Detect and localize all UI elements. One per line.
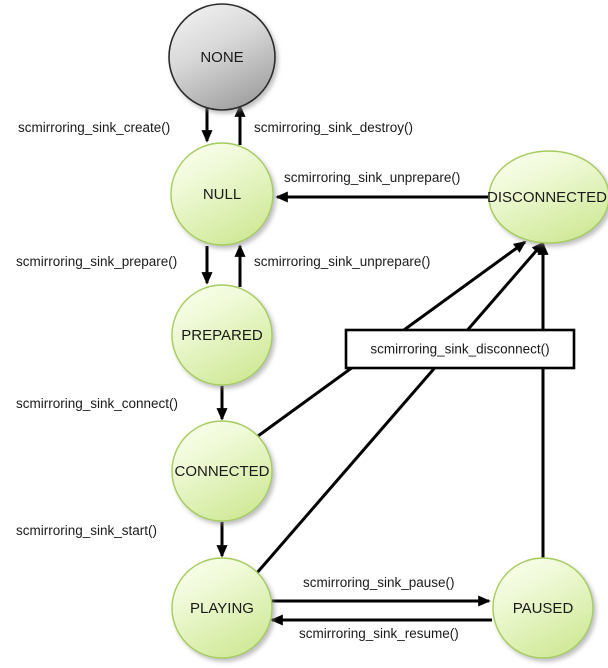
state-node-disconnected-shape[interactable] xyxy=(488,150,608,244)
edge-label-connect: scmirroring_sink_connect() xyxy=(16,396,178,411)
edge-label-unprepare: scmirroring_sink_unprepare() xyxy=(254,254,430,269)
state-node-disconnected[interactable]: DISCONNECTED xyxy=(487,150,608,244)
state-node-paused-shape[interactable] xyxy=(492,557,594,659)
disconnect-callout: scmirroring_sink_disconnect() xyxy=(344,328,576,370)
edge-label-create: scmirroring_sink_create() xyxy=(18,120,170,135)
edge-label-destroy: scmirroring_sink_destroy() xyxy=(254,120,413,135)
state-node-null-shape[interactable] xyxy=(170,142,274,246)
edge-label-prepare: scmirroring_sink_prepare() xyxy=(16,254,177,269)
state-node-connected[interactable]: CONNECTED xyxy=(171,420,273,522)
edge-label-unprepare-from-disconnected: scmirroring_sink_unprepare() xyxy=(284,170,460,185)
state-node-null[interactable]: NULL xyxy=(170,142,274,246)
edges-layer xyxy=(201,104,549,626)
state-node-playing-shape[interactable] xyxy=(171,557,273,659)
state-node-playing[interactable]: PLAYING xyxy=(171,557,273,659)
state-node-none-shape[interactable] xyxy=(168,3,276,111)
state-node-prepared-shape[interactable] xyxy=(171,284,273,386)
edge-label-start: scmirroring_sink_start() xyxy=(16,523,157,538)
state-node-prepared[interactable]: PREPARED xyxy=(171,284,273,386)
state-node-none[interactable]: NONE xyxy=(168,3,276,111)
edge-disconnect-from-playing xyxy=(254,241,545,575)
state-node-paused[interactable]: PAUSED xyxy=(492,557,594,659)
edge-label-resume: scmirroring_sink_resume() xyxy=(299,626,459,641)
state-node-connected-shape[interactable] xyxy=(171,420,273,522)
edge-label-pause: scmirroring_sink_pause() xyxy=(303,575,455,590)
disconnect-callout-box xyxy=(344,328,576,370)
